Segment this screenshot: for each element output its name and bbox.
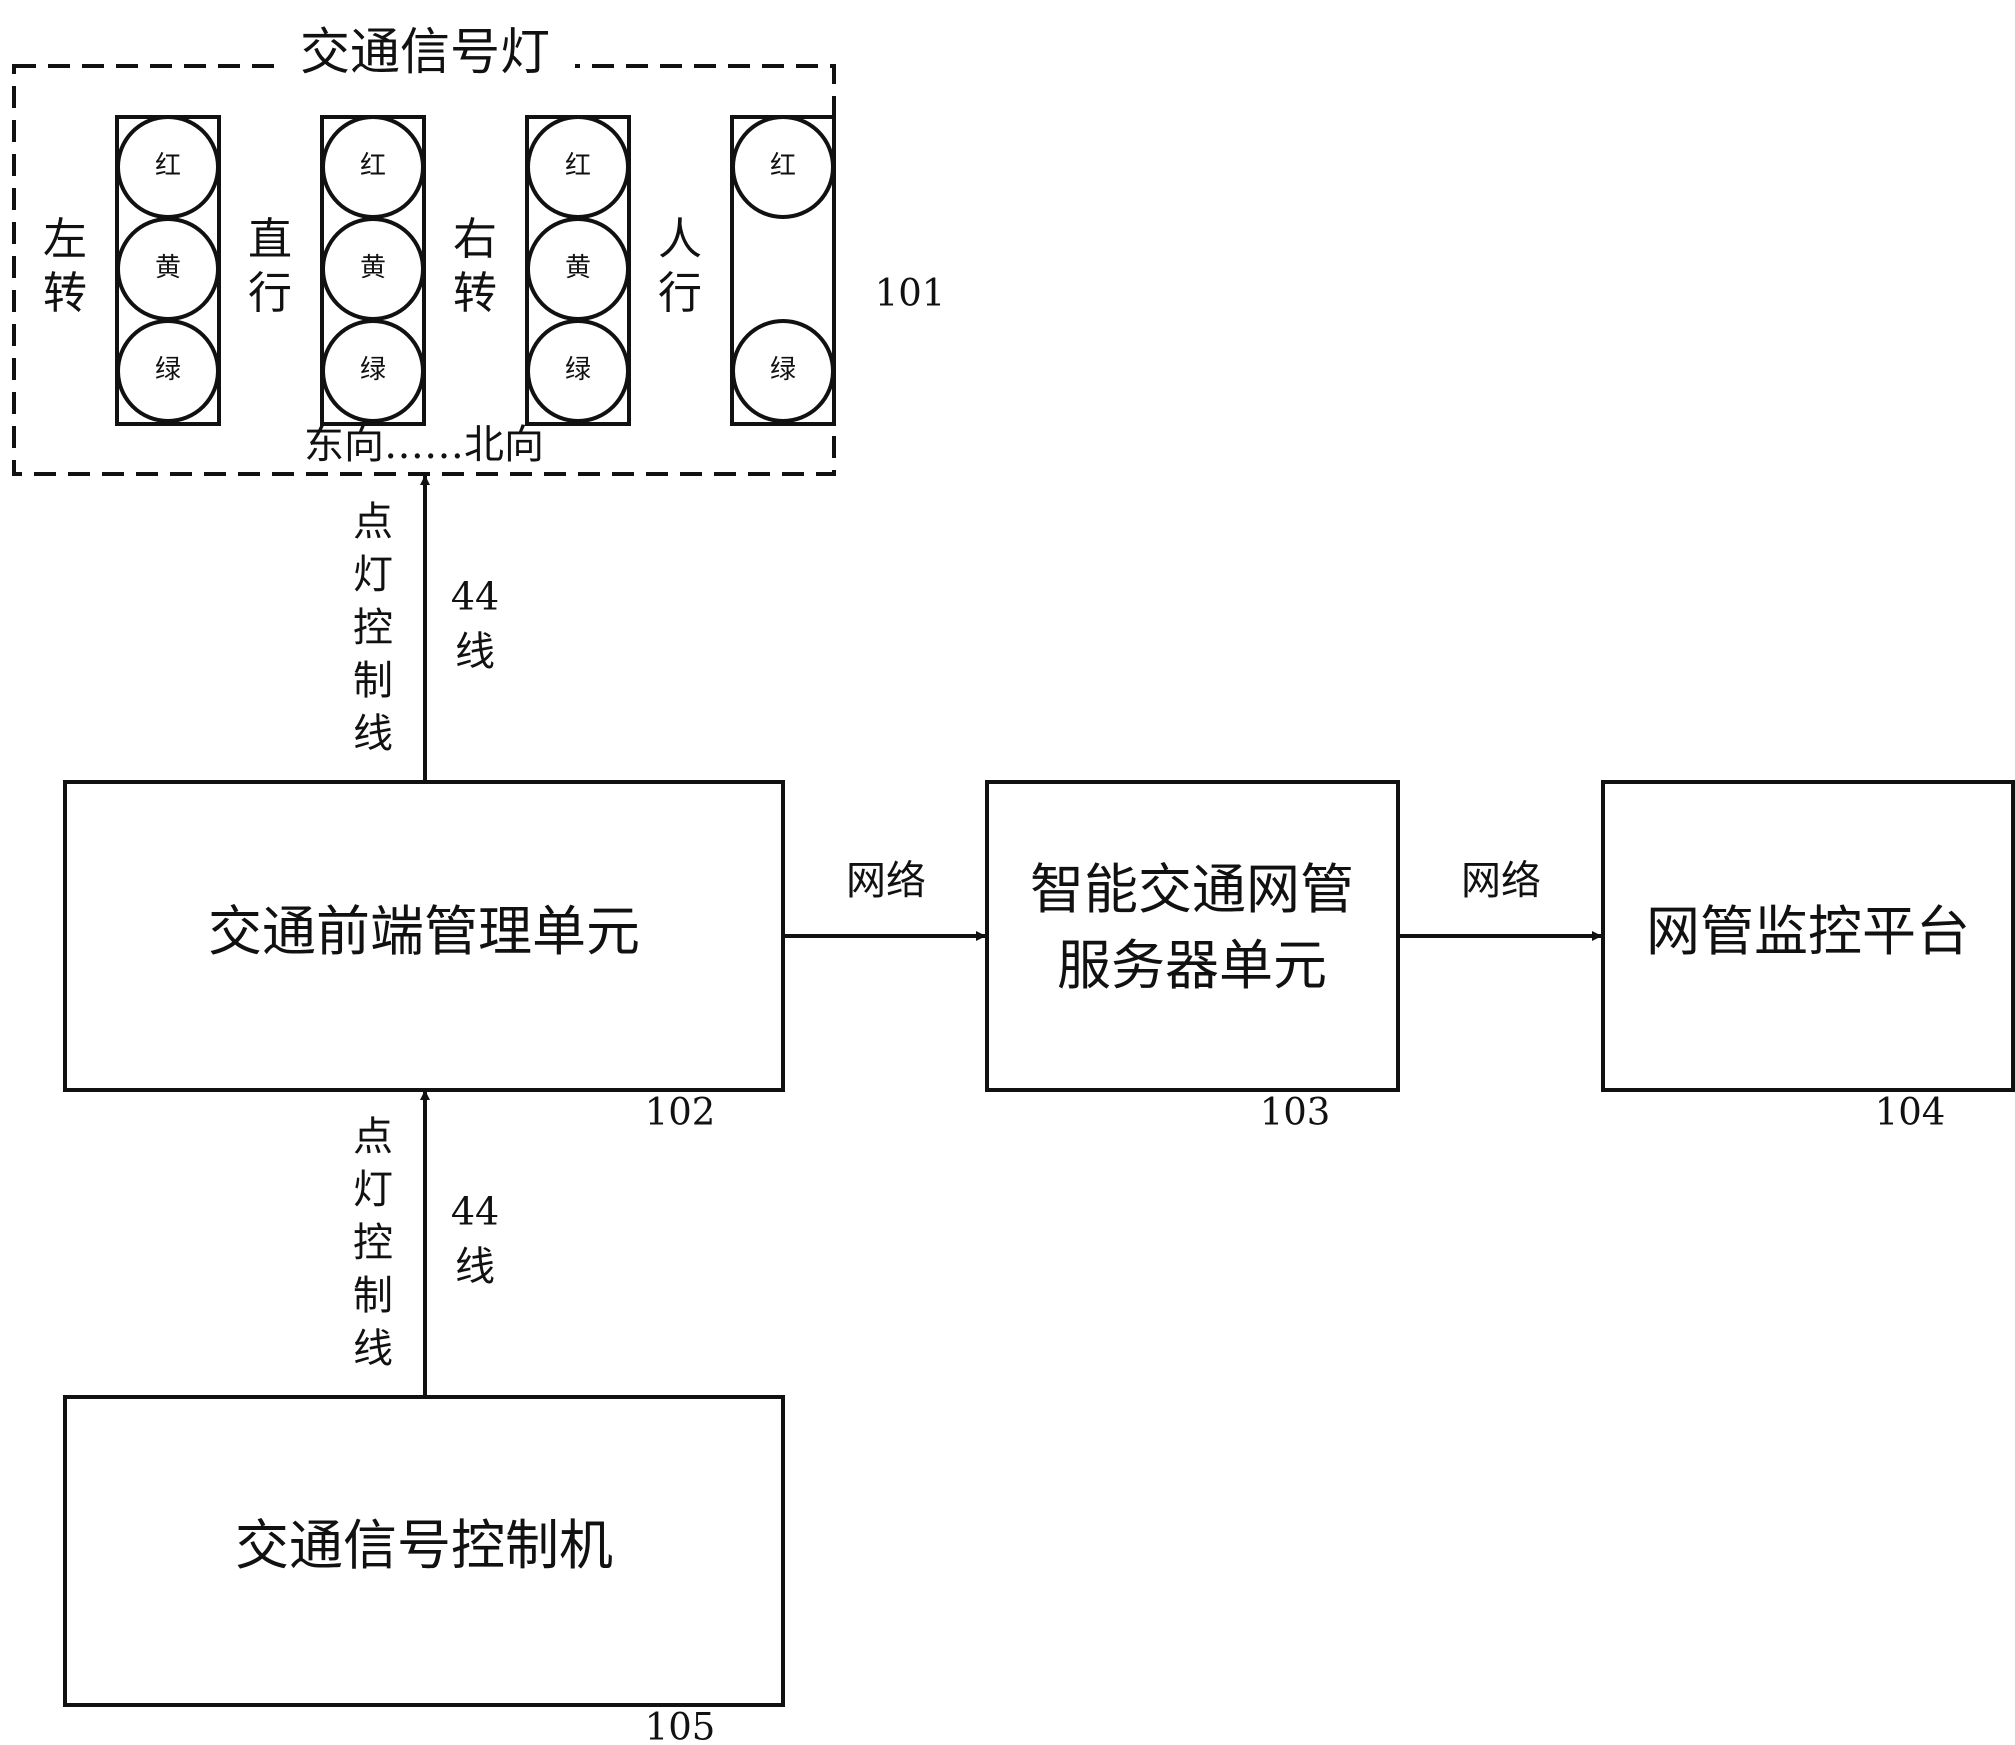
upper-control-connection: 点灯控制线 44 线 — [353, 475, 499, 782]
yellow-lamp-label: 黄 — [155, 253, 181, 283]
monitor-platform-frame — [1601, 780, 2015, 1092]
green-lamp — [731, 319, 835, 423]
server-unit-box: 智能交通网管 服务器单元 103 — [985, 780, 1400, 1134]
red-lamp-label: 红 — [565, 151, 591, 181]
signal-lights: 红黄绿 左转 红黄绿 直行 红黄绿 右转 红绿 人行 — [43, 115, 836, 426]
signal-controller-frame — [63, 1395, 785, 1707]
server-unit-label-line1: 智能交通网管 — [1030, 858, 1354, 921]
lower-wire-count: 44 — [451, 1190, 499, 1234]
upper-wire-unit: 线 — [455, 629, 495, 675]
red-lamp — [731, 115, 835, 219]
light-direction-label: 右转 — [453, 214, 497, 319]
traffic-signal-group: 交通信号灯 101 东向……北向 红黄绿 左转 红黄绿 直行 红黄绿 右转 红绿 人行 — [12, 23, 946, 476]
network-connection-2: 网络 — [1398, 858, 1602, 941]
front-end-unit-ref: 102 — [645, 1091, 716, 1134]
front-end-unit-label: 交通前端管理单元 — [208, 900, 640, 963]
signal-controller-box: 交通信号控制机 105 — [63, 1395, 785, 1745]
traffic-light-unit: 红黄绿 左转 — [43, 115, 221, 426]
signal-group-title: 交通信号灯 — [300, 23, 550, 81]
yellow-lamp-label: 黄 — [360, 253, 386, 283]
traffic-light-unit: 红黄绿 直行 — [248, 115, 426, 426]
green-lamp-label: 绿 — [360, 355, 386, 385]
light-direction-label: 直行 — [248, 214, 292, 319]
network-connection-1: 网络 — [783, 858, 986, 941]
red-lamp-label: 红 — [155, 151, 181, 181]
upper-wire-label: 点灯控制线 — [353, 499, 393, 757]
monitor-platform-box: 网管监控平台 104 — [1601, 780, 2015, 1134]
signal-group-ref: 101 — [875, 272, 946, 315]
green-lamp — [321, 319, 425, 423]
red-lamp-label: 红 — [360, 151, 386, 181]
green-lamp — [116, 319, 220, 423]
front-end-unit-box: 交通前端管理单元 102 — [63, 780, 785, 1134]
title-backdrop — [275, 38, 575, 78]
signal-controller-ref: 105 — [645, 1706, 716, 1745]
lower-wire-unit: 线 — [455, 1244, 495, 1290]
network-label-2: 网络 — [1461, 858, 1541, 904]
upper-wire-count: 44 — [451, 575, 499, 619]
light-direction-label: 人行 — [658, 214, 702, 319]
direction-label: 东向……北向 — [304, 422, 544, 468]
server-unit-ref: 103 — [1260, 1091, 1331, 1134]
green-lamp-label: 绿 — [565, 355, 591, 385]
light-direction-label: 左转 — [43, 214, 87, 319]
network-label-1: 网络 — [846, 858, 926, 904]
green-lamp — [526, 319, 630, 423]
green-lamp-label: 绿 — [770, 355, 796, 385]
monitor-platform-ref: 104 — [1875, 1091, 1946, 1134]
lower-control-connection: 点灯控制线 44 线 — [353, 1090, 499, 1397]
traffic-light-unit: 红绿 人行 — [658, 115, 836, 426]
yellow-lamp-label: 黄 — [565, 253, 591, 283]
signal-controller-label: 交通信号控制机 — [235, 1514, 613, 1577]
server-unit-label-line2: 服务器单元 — [1057, 934, 1327, 997]
server-unit-frame — [985, 780, 1400, 1092]
monitor-platform-label: 网管监控平台 — [1646, 900, 1970, 963]
traffic-light-unit: 红黄绿 右转 — [453, 115, 631, 426]
lower-wire-label: 点灯控制线 — [353, 1114, 393, 1372]
red-lamp-label: 红 — [770, 151, 796, 181]
green-lamp-label: 绿 — [155, 355, 181, 385]
